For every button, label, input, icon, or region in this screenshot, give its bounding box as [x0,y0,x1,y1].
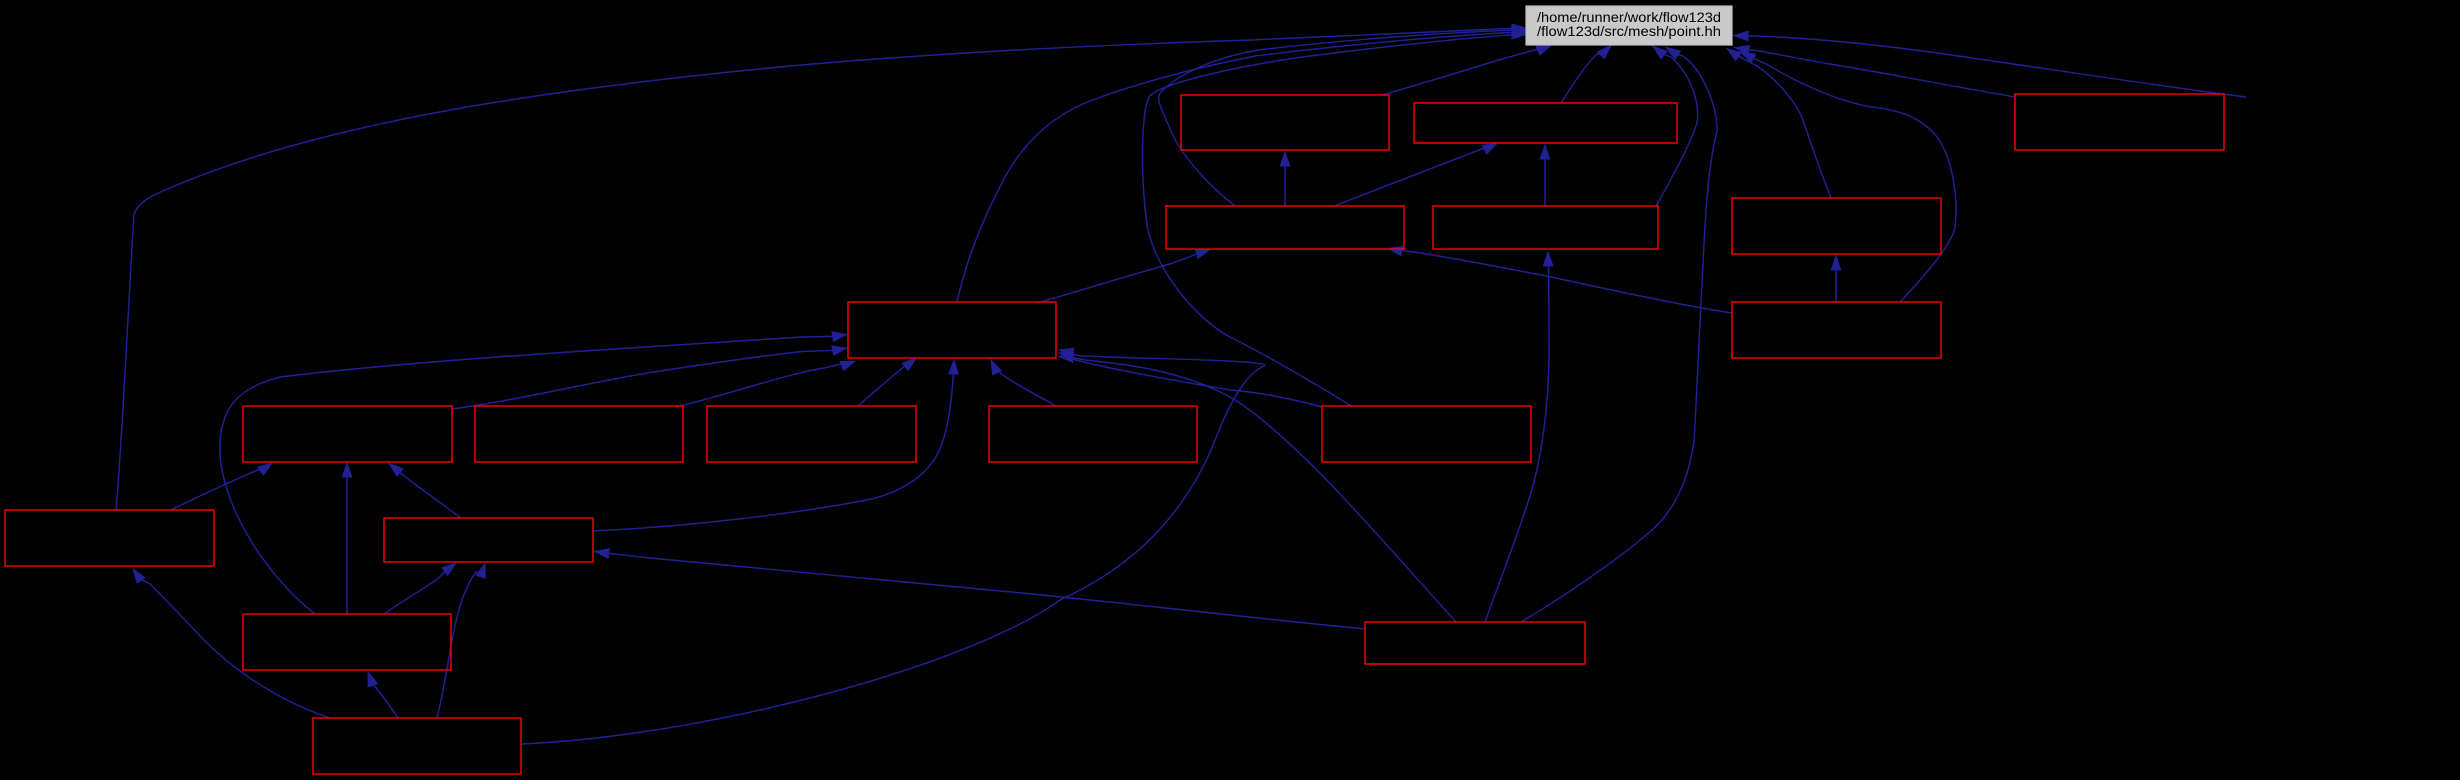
svg-text:/flow123d/src/mesh/point.hh: /flow123d/src/mesh/point.hh [1537,23,1721,39]
svg-text:/home/runner/work/flow123d: /home/runner/work/flow123d [1537,9,1721,25]
